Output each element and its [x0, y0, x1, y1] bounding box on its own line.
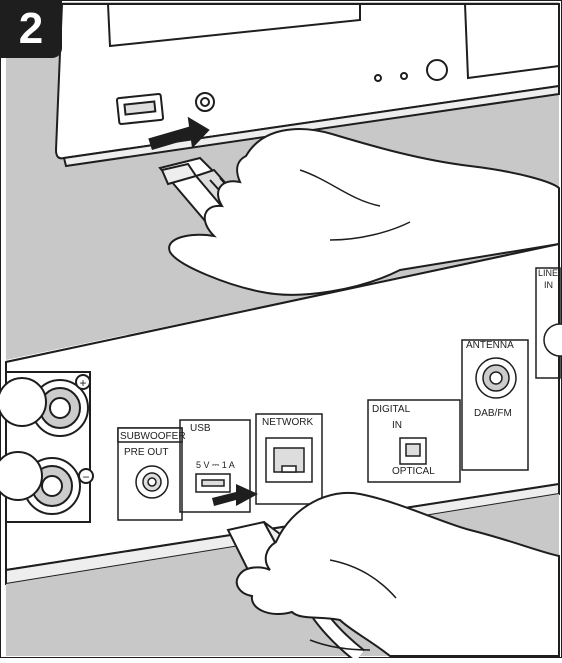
line-in-label: IN [544, 280, 553, 290]
speaker-terminals [0, 372, 93, 522]
subwoofer-label: SUBWOOFER [120, 431, 186, 442]
minus-sign: − [82, 470, 89, 484]
usb-label: USB [190, 423, 211, 434]
pre-out-label: PRE OUT [124, 447, 168, 458]
dab-fm-label: DAB/FM [474, 408, 512, 419]
network-label: NETWORK [262, 417, 313, 428]
usb-rating: 5 V ⎓ 1 A [196, 460, 235, 470]
optical-label: OPTICAL [392, 466, 435, 477]
digital-in-label: IN [392, 420, 402, 431]
antenna-label: ANTENNA [466, 340, 514, 351]
step-number-badge: 2 [0, 0, 62, 58]
plus-sign: + [79, 376, 86, 390]
line-label: LINE [538, 268, 558, 278]
digital-label: DIGITAL [372, 404, 411, 415]
